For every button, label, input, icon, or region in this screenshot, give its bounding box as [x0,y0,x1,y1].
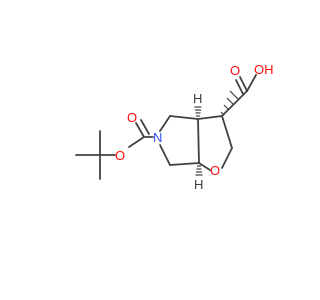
bond-c3a-c6a [197,118,200,164]
bond-n-c4 [159,115,171,132]
molecule-canvas: O OH O O N O H H [75,62,274,192]
structure-diagram: O OH O O N O H H [75,62,274,192]
bond-c3-c2 [221,115,233,149]
atom-label-h-lower: H [194,177,203,192]
bond-c3a-c3 [197,115,223,120]
bond-ester-o-carbonyl [128,136,145,148]
stereo-hash-lower [195,165,203,176]
bond-cooh-double-a [239,76,248,92]
atom-label-boc-carbonyl-o: O [127,110,137,125]
atom-label-boc-ester-o: O [115,148,125,163]
atom-label-h-upper: H [193,91,202,106]
atom-label-hydroxyl: OH [254,62,274,77]
atom-label-carboxyl-o: O [230,63,240,78]
bond-c6-n [159,144,171,166]
bond-cooh-oh [246,74,257,92]
bond-c6a-c6 [169,162,200,166]
bond-cooh-double-b [235,79,244,95]
atom-label-ring-n: N [153,130,162,145]
bond-c2-o1 [221,147,233,169]
bond-c3-cooh [221,90,248,117]
atom-label-ring-o: O [210,163,220,178]
stereo-hash-cooh [220,90,240,116]
bond-carbonyl-double-b [140,119,150,135]
bond-carbonyl-double-a [135,122,145,138]
bond-c4-c3a [169,115,199,120]
stereo-hash-upper [194,106,202,117]
bond-o1-c6a [198,162,211,171]
